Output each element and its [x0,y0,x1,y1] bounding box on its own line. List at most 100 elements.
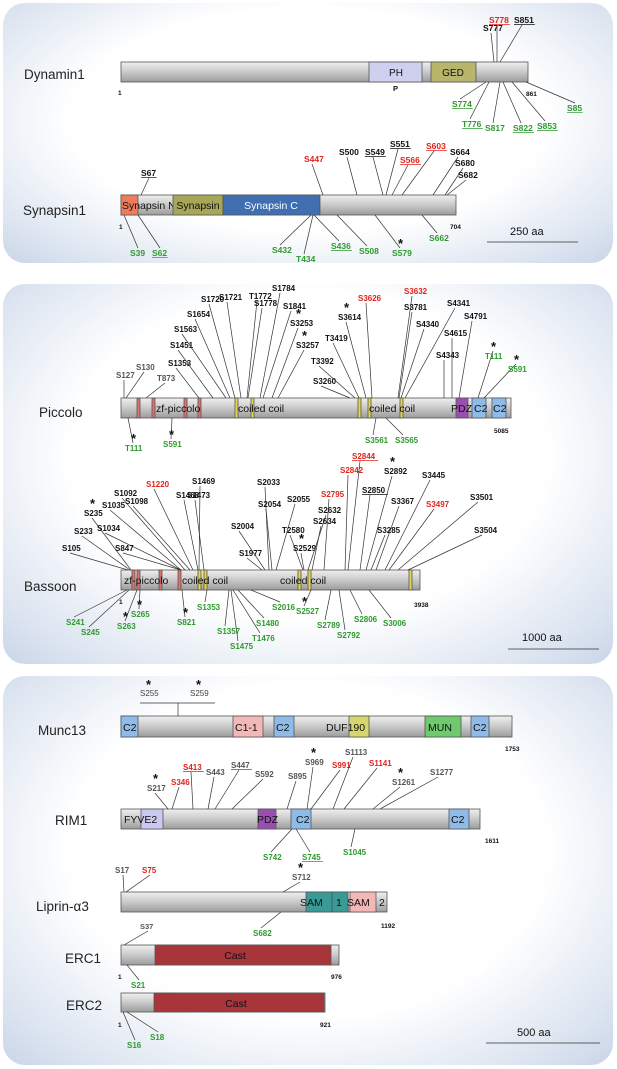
site-line [323,498,330,571]
protein-name-dynamin1: Dynamin1 [24,67,85,82]
star-mark: * [146,677,152,692]
site-line [91,517,132,571]
site-line [332,342,360,399]
phosphosite-label: S1357 [217,627,241,636]
site-line [271,327,299,399]
phosphosite-label: S1261 [392,778,416,787]
phosphosite-label: S682 [253,929,272,938]
scale-label-250: 250 aa [510,226,545,238]
site-line [397,501,479,571]
site-line [237,589,265,619]
site-line [458,320,473,399]
bassoon-cc-mark [307,569,312,591]
bassoon-zf-mark [136,569,141,591]
site-line [238,530,266,571]
site-line [303,214,314,255]
site-line [313,214,340,242]
phosphosite-label: S85 [567,103,582,113]
erc2-start: 1 [118,1022,122,1029]
phosphosite-label: T1476 [252,634,275,643]
phosphosite-label: S4340 [416,320,440,329]
site-line [282,881,301,893]
protein-name-rim1: RIM1 [55,813,87,828]
phosphosite-label: S241 [66,618,85,627]
protein-name-erc1: ERC1 [65,951,101,966]
site-line [303,589,312,607]
phosphosite-label: T3419 [325,334,348,343]
dynamin1-p-label: P [393,84,398,93]
piccolo-pdz-domain [455,397,469,419]
liprin-sam2-label: SAM [347,897,370,909]
phosphosite-label: S265 [131,610,150,619]
synapsin1-length: 704 [450,224,461,231]
phosphosite-label: S821 [177,618,196,627]
phosphosite-label: S591 [163,440,182,449]
site-line [306,766,314,810]
scale-label-1000: 1000 aa [522,632,563,644]
star-mark: * [298,860,304,875]
rim1-c2b-domain [448,808,470,830]
phosphosite-label: S105 [62,544,81,553]
piccolo-c2a-domain [471,397,487,419]
site-line [270,828,293,853]
site-line [444,167,464,196]
site-line [310,769,341,810]
phosphosite-label: S1721 [219,293,243,302]
phosphosite-label: S2892 [384,467,408,476]
bassoon-length: 3938 [414,602,429,609]
phosphosite-label: S895 [288,772,307,781]
phosphosite-label: S4341 [447,299,471,308]
bassoon-zf-mark [177,569,182,591]
dynamin1-length: 861 [526,91,537,98]
protein-name-bassoon: Bassoon [24,579,77,594]
site-line [343,767,378,810]
site-line [374,214,401,249]
bassoon-cc-mark [297,569,302,591]
phosphosite-label: S4343 [436,351,460,360]
liprin-1-label: 1 [336,897,342,909]
phosphosite-label: S1475 [230,642,254,651]
bassoon-cc-mark [197,569,202,591]
phosphosite-label: S774 [452,99,472,109]
bassoon-zf-mark [131,569,136,591]
site-line [289,534,304,571]
phosphosite-label: S37 [140,922,153,931]
phosphosite-label: S2004 [231,522,255,531]
site-line [246,557,263,571]
phosphosite-label: S447 [231,761,250,770]
site-line [121,497,186,571]
phosphosite-label: S969 [305,758,324,767]
phosphosite-label: S1098 [125,497,149,506]
phosphosite-label: S127 [116,371,135,380]
phosphosite-label: S1977 [239,549,263,558]
piccolo-cc-mark [367,397,372,419]
synapsin1-synapsin-label: Synapsin [176,200,219,212]
phosphosite-label: S1277 [430,768,454,777]
munc13-c2a-domain [120,715,139,738]
synapsin1-synapsin-c-label: Synapsin C [244,200,298,212]
phosphosite-label: S17 [115,866,130,875]
site-line [194,318,231,399]
site-line [372,156,384,196]
site-line [391,164,409,196]
site-line [109,509,182,571]
liprin-sam1b-domain [331,891,349,913]
dynamin1-ged-domain [430,61,477,83]
phosphosite-label: S346 [171,778,190,787]
phosphosite-label: S591 [508,365,527,374]
phosphosite-label: S75 [142,866,157,875]
site-line [332,756,354,810]
bassoon-start: 1 [119,599,123,606]
site-line [469,81,490,120]
star-mark: * [390,454,396,469]
site-line [232,589,261,634]
liprin-sam2-domain [349,891,377,913]
piccolo-bar [120,397,512,419]
phosphosite-label: S16 [127,1041,142,1050]
site-line [347,460,361,571]
phosphosite-label: S2789 [317,621,341,630]
star-mark: * [196,677,202,692]
phosphosite-label: S436 [331,241,351,251]
phosphosite-label: S3253 [290,319,314,328]
phosphosite-label: S255 [140,689,159,698]
